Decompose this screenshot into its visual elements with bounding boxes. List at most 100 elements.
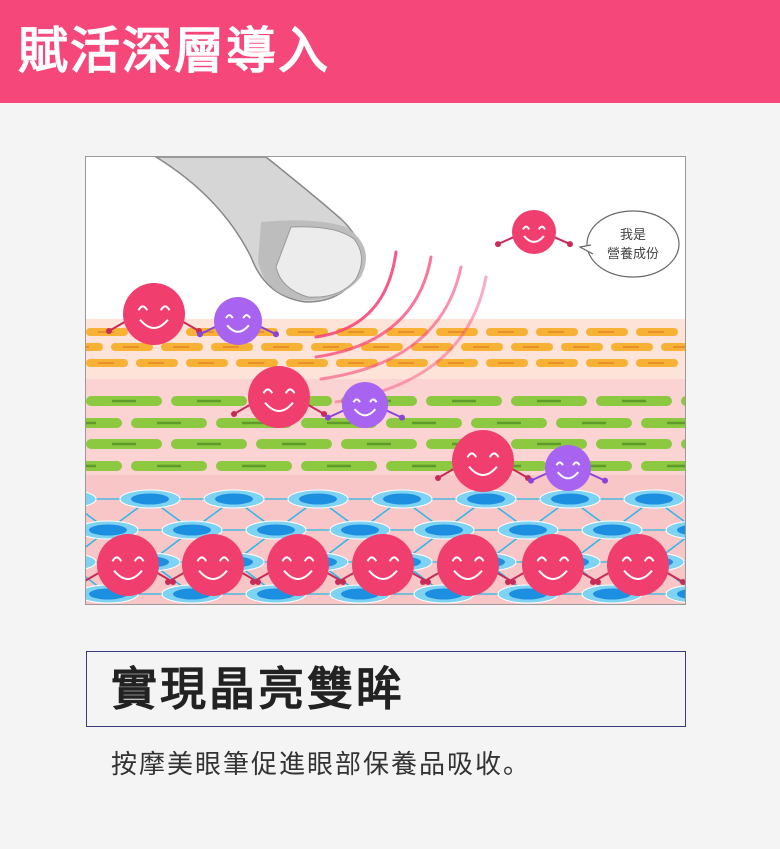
cell bbox=[86, 554, 97, 570]
purple-molecule-icon bbox=[197, 297, 279, 345]
molecule-eye bbox=[303, 556, 315, 562]
molecule-body bbox=[97, 534, 159, 596]
pink-molecule-icon bbox=[231, 366, 327, 428]
molecule-hand bbox=[680, 579, 685, 586]
cell-nucleus bbox=[131, 493, 169, 505]
molecule-smile bbox=[368, 569, 398, 580]
cell bbox=[665, 585, 685, 603]
purple-molecule-icon bbox=[528, 445, 608, 491]
molecule-body bbox=[248, 366, 310, 428]
molecule-smile bbox=[283, 569, 313, 580]
molecule-hand bbox=[505, 579, 511, 586]
molecule-hand bbox=[590, 579, 596, 586]
molecule-arm bbox=[327, 408, 346, 419]
molecule-eye bbox=[522, 225, 531, 230]
speech-bubble: 我是 營養成份 bbox=[578, 210, 680, 278]
molecule-smile bbox=[453, 569, 483, 580]
molecule-hand bbox=[321, 411, 327, 418]
molecule-eye bbox=[196, 556, 208, 562]
massage-pen-icon bbox=[154, 157, 366, 303]
molecule-hand bbox=[567, 241, 573, 248]
molecule-eye bbox=[369, 398, 378, 403]
molecule-eye bbox=[451, 556, 463, 562]
molecule-hand bbox=[231, 411, 237, 418]
cell bbox=[665, 521, 685, 539]
molecule-smile bbox=[468, 465, 498, 476]
molecule-hand bbox=[602, 477, 608, 484]
molecule-hand bbox=[528, 477, 534, 484]
cell-nucleus bbox=[593, 588, 631, 600]
green-dash bbox=[681, 396, 685, 406]
molecule-body bbox=[545, 445, 591, 491]
molecule-arm bbox=[552, 235, 571, 246]
molecule-body bbox=[123, 283, 185, 345]
molecule-smile bbox=[226, 324, 250, 333]
molecule-body bbox=[214, 297, 262, 345]
orange-dash bbox=[86, 343, 103, 351]
skin-absorption-illustration: 我是 營養成份 bbox=[85, 156, 686, 605]
molecule-eye bbox=[242, 314, 251, 319]
cell-nucleus bbox=[299, 493, 337, 505]
molecule-body bbox=[267, 534, 329, 596]
molecule-eye bbox=[536, 556, 548, 562]
cell-nucleus bbox=[677, 589, 685, 599]
speech-bubble-line1: 我是 bbox=[620, 228, 646, 243]
cell-nucleus bbox=[467, 493, 505, 505]
green-layer-dashes bbox=[86, 396, 685, 471]
molecule-eye bbox=[366, 556, 378, 562]
molecule-eye bbox=[133, 556, 145, 562]
molecule-smile bbox=[113, 569, 143, 580]
molecule-hand bbox=[106, 328, 112, 335]
molecule-eye bbox=[352, 398, 361, 403]
cell-nucleus bbox=[257, 524, 295, 536]
molecule-smile bbox=[139, 318, 169, 329]
molecule-hand bbox=[250, 579, 256, 586]
molecule-eye bbox=[388, 556, 400, 562]
molecule-smile bbox=[264, 401, 294, 412]
molecule-arm bbox=[587, 471, 606, 482]
molecule-eye bbox=[159, 305, 171, 311]
molecule-eye bbox=[473, 556, 485, 562]
molecule-smile bbox=[623, 569, 653, 580]
molecules bbox=[86, 210, 685, 596]
molecule-eye bbox=[284, 388, 296, 394]
molecule-body bbox=[452, 430, 514, 492]
molecule-hand bbox=[273, 331, 279, 338]
cell-nucleus bbox=[677, 525, 685, 535]
molecule-eye bbox=[643, 556, 655, 562]
molecule-eye bbox=[111, 556, 123, 562]
subheading: 實現晶亮雙眸 bbox=[111, 662, 405, 716]
cell-nucleus bbox=[551, 493, 589, 505]
molecule-eye bbox=[466, 452, 478, 458]
molecule-body bbox=[607, 534, 669, 596]
molecule-body bbox=[512, 210, 556, 254]
molecule-arm bbox=[530, 471, 549, 482]
green-dash bbox=[86, 418, 122, 428]
molecule-smile bbox=[538, 569, 568, 580]
page-title: 賦活深層導入 bbox=[18, 22, 330, 80]
pink-molecule-icon bbox=[495, 210, 573, 254]
molecule-body bbox=[182, 534, 244, 596]
molecule-eye bbox=[281, 556, 293, 562]
cell-nucleus bbox=[635, 493, 673, 505]
pink-molecule-icon bbox=[106, 283, 202, 345]
molecule-eye bbox=[555, 461, 564, 466]
molecule-arm bbox=[384, 408, 403, 419]
molecule-hand bbox=[435, 475, 441, 482]
cell-nucleus bbox=[383, 493, 421, 505]
pink-molecule-icon bbox=[435, 430, 531, 492]
molecule-body bbox=[352, 534, 414, 596]
molecule-smile bbox=[198, 569, 228, 580]
cell-nucleus bbox=[593, 524, 631, 536]
green-dash bbox=[641, 418, 685, 428]
speech-bubble-line2: 營養成份 bbox=[607, 246, 659, 262]
cell bbox=[86, 491, 97, 507]
pink-molecule-icon bbox=[590, 534, 685, 596]
molecule-eye bbox=[558, 556, 570, 562]
molecule-arm bbox=[257, 324, 277, 336]
molecule-hand bbox=[165, 579, 171, 586]
purple-molecule-icon bbox=[325, 382, 405, 428]
molecule-smile bbox=[556, 471, 580, 480]
molecule-hand bbox=[495, 241, 501, 248]
molecule-body bbox=[437, 534, 499, 596]
